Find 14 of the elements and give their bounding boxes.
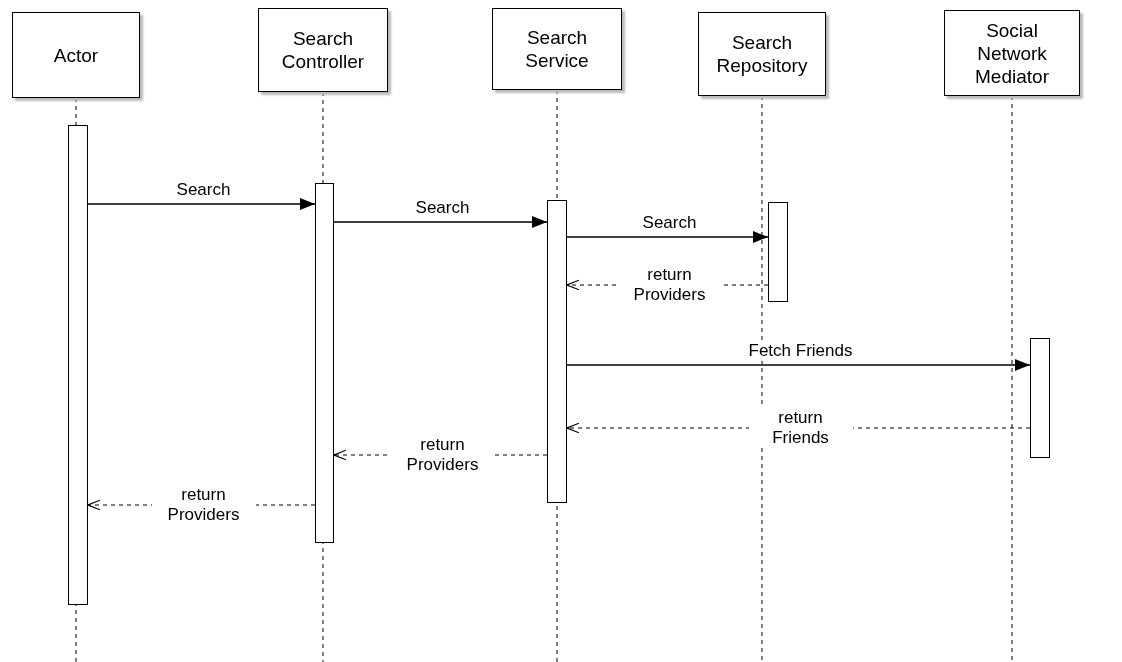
activation-bar xyxy=(1030,338,1050,458)
message-arrow xyxy=(566,231,769,243)
activation-bar xyxy=(315,183,334,543)
message-arrow xyxy=(566,359,1031,371)
participant-box: Social Network Mediator xyxy=(944,10,1080,96)
activation-bar xyxy=(768,202,788,302)
participant-box: Actor xyxy=(12,12,140,98)
message-arrow xyxy=(87,198,316,210)
message-arrow xyxy=(333,216,548,228)
activation-bar xyxy=(547,200,567,503)
activation-bar xyxy=(68,125,88,605)
participant-box: Search Repository xyxy=(698,12,826,96)
participant-box: Search Controller xyxy=(258,8,388,92)
participant-box: Search Service xyxy=(492,8,622,90)
